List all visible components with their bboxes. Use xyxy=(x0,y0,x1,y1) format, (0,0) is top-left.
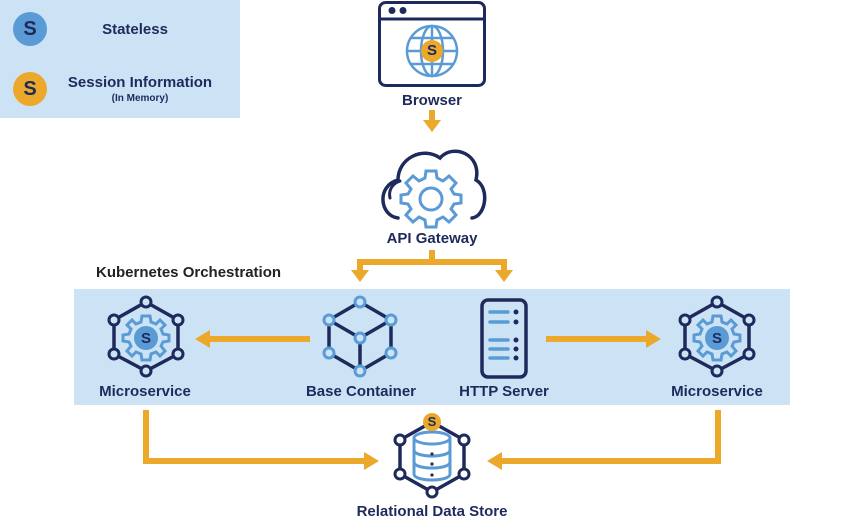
arrow-microservice-right-to-store xyxy=(500,410,721,464)
arrowhead-right-microservice xyxy=(646,330,661,348)
stateless-badge-icon: S xyxy=(13,12,47,46)
legend-sublabel-session: (In Memory) xyxy=(111,93,169,104)
arrowhead-down-http xyxy=(495,270,513,282)
arrowhead-left-microservice xyxy=(195,330,210,348)
microservice-left-label: Microservice xyxy=(99,383,191,400)
server-icon xyxy=(480,298,528,379)
microservice-right-label: Microservice xyxy=(671,383,763,400)
arrow-microservice-left-to-store xyxy=(143,410,366,464)
data-store-session-badge: S xyxy=(427,414,437,429)
cloud-gear-icon xyxy=(381,149,487,229)
arrowhead-down-container xyxy=(351,270,369,282)
microservice-left-badge: S xyxy=(140,330,151,347)
hexagon-gear-icon xyxy=(107,295,185,378)
kubernetes-group-panel xyxy=(74,289,790,405)
legend: S Stateless S Session Information (In Me… xyxy=(0,0,240,118)
api-gateway-label: API Gateway xyxy=(386,230,478,247)
arrow-gateway-split xyxy=(357,250,435,272)
cube-network-icon xyxy=(322,295,398,378)
microservice-right-badge: S xyxy=(711,330,722,347)
hexagon-gear-icon-right xyxy=(678,295,756,378)
arrowhead-down-gateway xyxy=(423,120,441,132)
browser-session-badge: S xyxy=(426,42,437,59)
legend-label-session: Session Information xyxy=(67,74,213,91)
arrowhead-right-store xyxy=(364,452,379,470)
hexagon-database-icon xyxy=(393,413,471,499)
data-store-label: Relational Data Store xyxy=(356,503,508,520)
browser-label: Browser xyxy=(401,92,463,109)
browser-window-globe-icon xyxy=(378,1,486,87)
kubernetes-group-title: Kubernetes Orchestration xyxy=(96,264,282,281)
arrow-gateway-to-http xyxy=(432,259,507,272)
legend-label-stateless: Stateless xyxy=(102,21,168,38)
base-container-label: Base Container xyxy=(305,383,417,400)
session-badge-icon: S xyxy=(13,72,47,106)
http-server-label: HTTP Server xyxy=(459,383,549,400)
arrowhead-left-store xyxy=(487,452,502,470)
